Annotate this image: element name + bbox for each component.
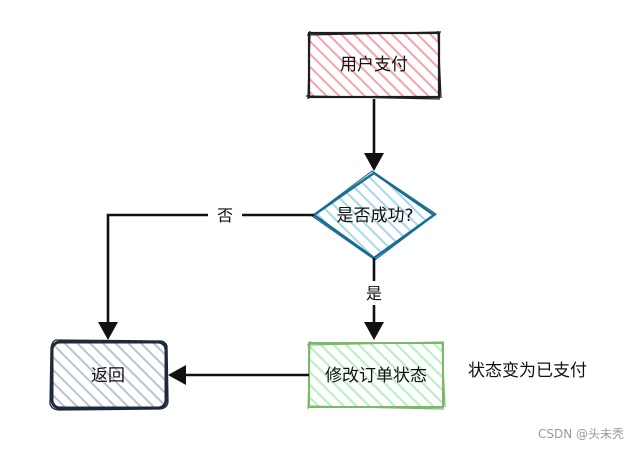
edge-decision-yes: 是 (361, 258, 387, 340)
note-status-paid: 状态变为已支付 (468, 361, 587, 381)
node-user-pay[interactable]: 用户支付 (305, 30, 442, 100)
node-update-order[interactable]: 修改订单状态 (306, 340, 446, 410)
node-decision-label: 是否成功? (336, 206, 413, 226)
edge-label-yes: 是 (366, 284, 382, 303)
node-return[interactable]: 返回 (49, 339, 169, 411)
node-update-order-label: 修改订单状态 (325, 366, 427, 386)
edge-decision-no: 否 (98, 203, 314, 340)
node-user-pay-label: 用户支付 (340, 55, 408, 75)
watermark: CSDN @头未秃 (538, 427, 624, 441)
edge-update-to-return (168, 365, 309, 385)
edge-pay-to-decision (364, 99, 384, 171)
node-decision[interactable]: 是否成功? (311, 170, 437, 261)
edge-label-no: 否 (217, 206, 233, 225)
node-return-label: 返回 (91, 366, 125, 386)
